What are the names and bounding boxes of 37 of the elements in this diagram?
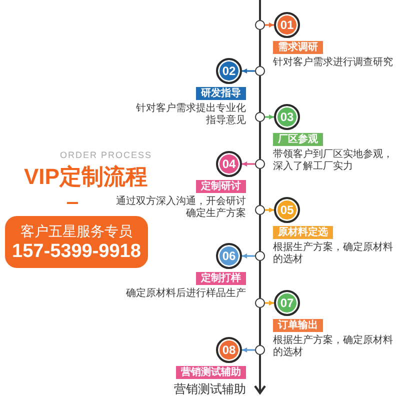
arrow	[242, 162, 255, 166]
arrow	[242, 68, 255, 74]
step-description: 带领客户到厂区实地参观，深入了解工厂实力	[273, 149, 394, 173]
timeline-line	[259, 30, 261, 66]
arrow	[242, 348, 255, 352]
step-tag: 需求调研	[273, 41, 323, 54]
step-tag: 研发指导	[196, 87, 246, 100]
step-tag: 厂区参观	[273, 133, 323, 146]
step-description: 确定原材料后进行样品生产	[126, 288, 246, 300]
step-description: 针对客户需求进行调查研究	[273, 57, 393, 69]
arrow	[265, 300, 274, 306]
step-tag: 定制打样	[196, 272, 246, 285]
title: VIP定制流程	[24, 164, 148, 190]
step-tag: 原材料定选	[273, 226, 333, 239]
arrow	[265, 22, 274, 28]
timeline-line	[259, 215, 261, 251]
step-tag: 订单输出	[273, 319, 323, 332]
step-description: 根据生产方案，确定原材料的选材	[273, 242, 394, 266]
arrow	[242, 254, 255, 258]
phone-number: 157-5399-9918	[12, 240, 141, 262]
step-description: 根据生产方案，确定原材料的选材	[273, 335, 394, 359]
step-description: 通过双方深入沟通，开会研讨确定生产方案	[115, 196, 246, 220]
service-title: 客户五星服务专员	[20, 222, 132, 240]
subtitle: ORDER PROCESS	[60, 150, 152, 161]
timeline-line	[259, 0, 261, 20]
arrow	[265, 208, 274, 212]
contact-card	[5, 216, 148, 268]
step-tag: 定制研讨	[196, 180, 246, 193]
step-description: 营销测试辅助	[174, 382, 246, 396]
step-description: 针对客户需求提出专业化指导意见	[135, 103, 246, 127]
timeline-line	[259, 261, 261, 298]
step-tag: 营销测试辅助	[176, 366, 246, 379]
arrow	[265, 114, 274, 120]
timeline-line	[259, 169, 261, 205]
timeline-line	[259, 76, 261, 112]
timeline-line	[259, 122, 261, 159]
timeline-line	[259, 308, 261, 345]
